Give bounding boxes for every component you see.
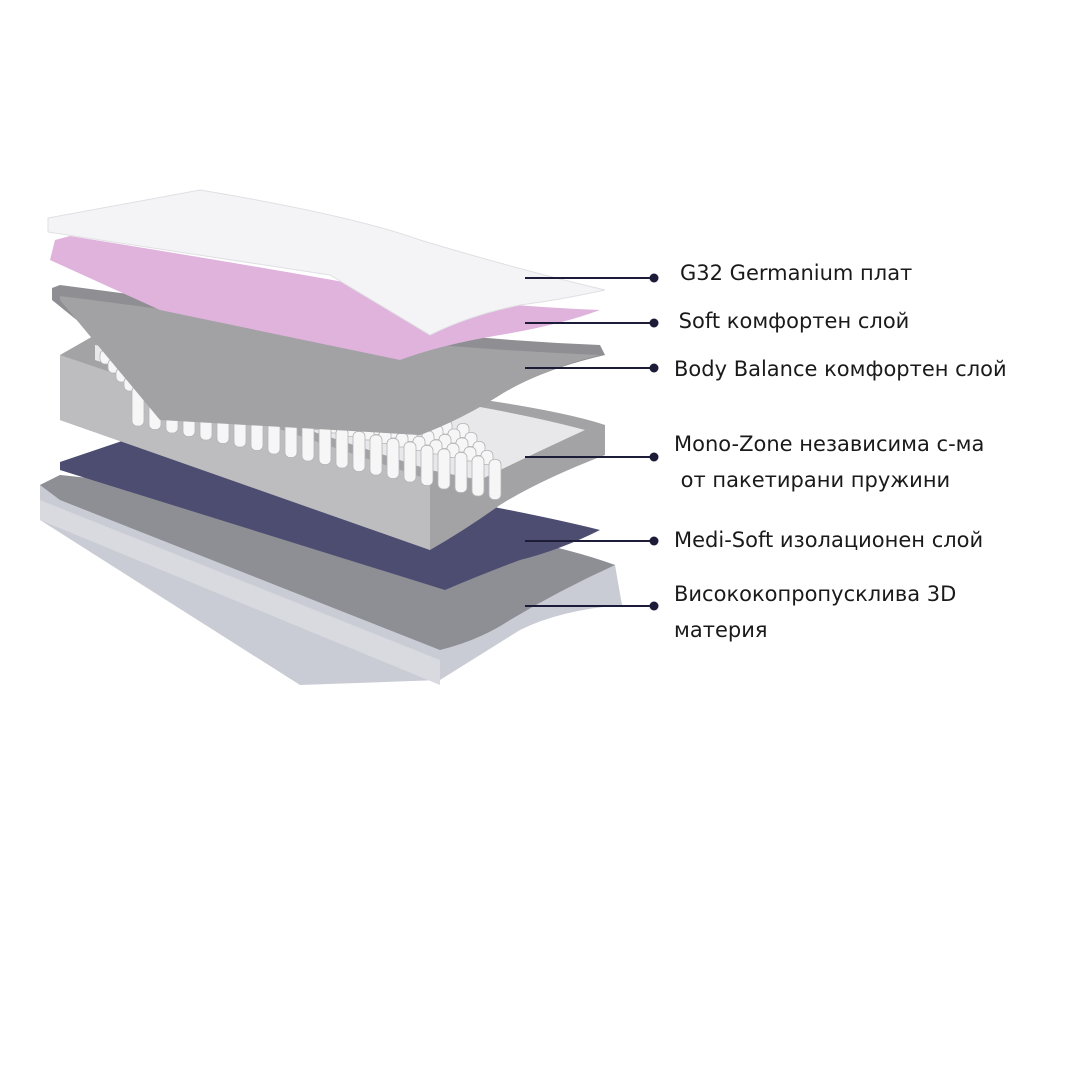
layer-medi-soft: [60, 440, 600, 590]
layer-germanium-fabric: [47, 189, 606, 336]
layer-3d-fabric: [40, 475, 622, 685]
callout-dot: [649, 452, 659, 462]
callout-dot: [649, 536, 659, 546]
callout-dot: [649, 318, 659, 328]
pocket-spring: [335, 427, 349, 469]
callout-dot: [649, 273, 659, 283]
pocket-spring: [318, 424, 332, 465]
pocket-spring: [471, 455, 485, 497]
label-germanium-fabric: G32 Germanium плат: [680, 261, 913, 285]
pocket-spring: [420, 445, 434, 486]
label-body-balance: Body Balance комфортен слой: [674, 357, 1007, 381]
label-medi-soft: Medi-Soft изолационен слой: [674, 528, 984, 552]
pocket-spring: [488, 459, 502, 500]
pocket-spring: [403, 441, 417, 483]
layer-soft-comfort: [50, 236, 600, 360]
callout-dot: [649, 363, 659, 373]
pocket-spring: [454, 452, 468, 493]
pocket-spring: [437, 448, 451, 490]
pocket-spring: [369, 434, 383, 476]
label-3d-fabric: Висококопропусклива 3D материя: [674, 582, 957, 642]
pocket-spring: [386, 438, 400, 479]
label-spring-unit: Mono-Zone независима с-ма от пакетирани …: [674, 432, 985, 492]
layer-body-balance: [52, 285, 605, 435]
callout-dot: [649, 601, 659, 611]
pocket-spring: [352, 431, 366, 472]
label-soft-comfort: Soft комфортен слой: [672, 309, 910, 333]
